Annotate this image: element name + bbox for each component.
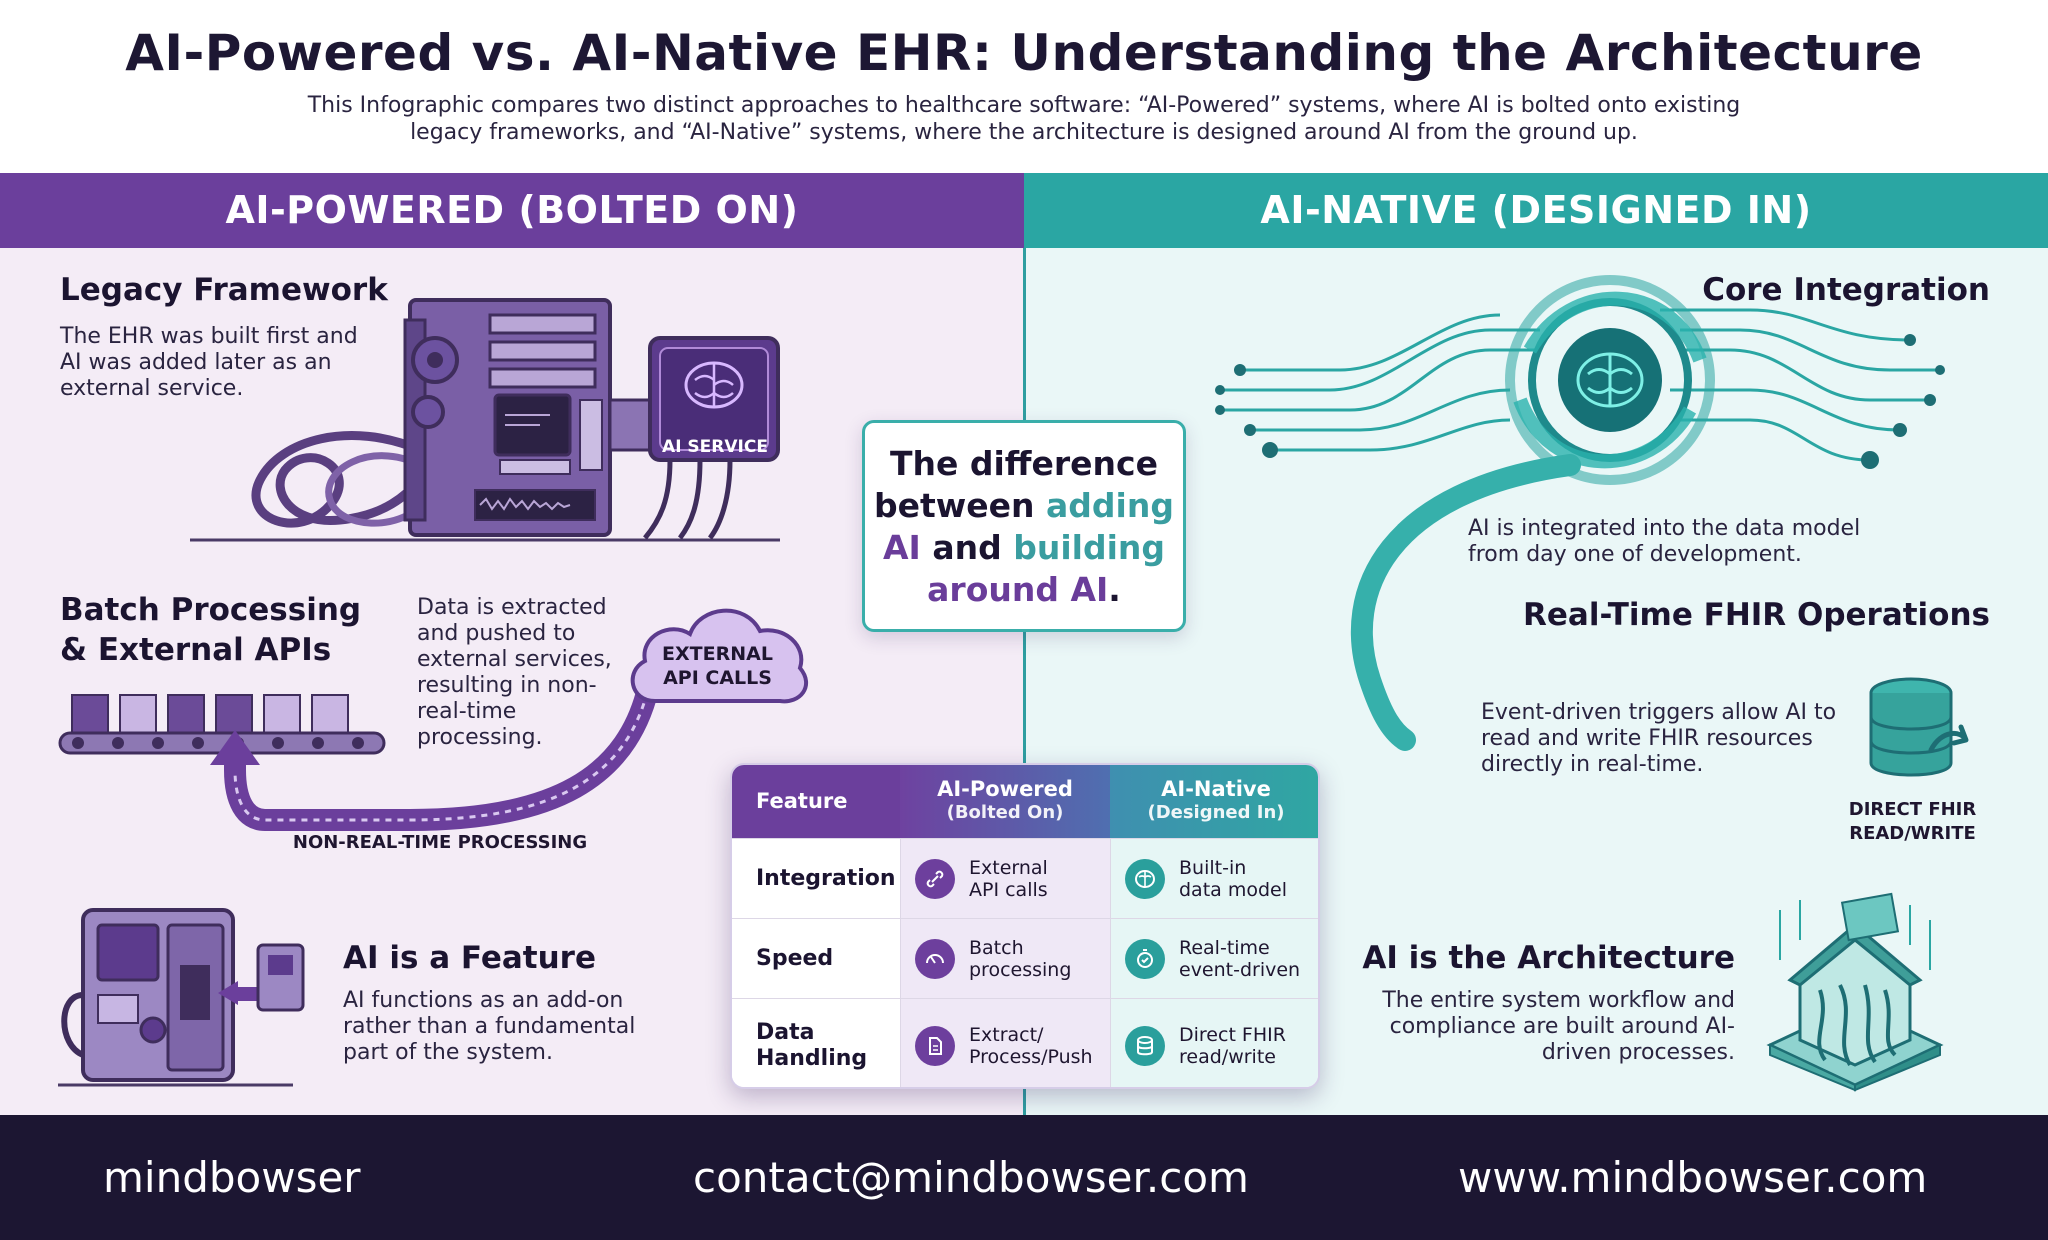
row-ai-powered-cell: Extract/ Process/Push — [900, 999, 1110, 1087]
ai-powered-header: AI-POWERED (BOLTED ON) — [0, 173, 1024, 248]
table-header-ai-powered: AI-Powered (Bolted On) — [900, 765, 1110, 838]
row-feature: Speed — [732, 919, 900, 999]
table-header-ai-powered-label: AI-Powered — [937, 777, 1073, 801]
callout-line-3b: and — [920, 528, 1014, 567]
callout-line-3a: AI — [883, 528, 921, 567]
key-difference-callout: The difference between adding AI and bui… — [862, 420, 1186, 632]
row-feature: Data Handling — [732, 999, 900, 1087]
callout-line-4b: . — [1108, 570, 1121, 609]
direct-fhir-label: DIRECT FHIR READ/WRITE — [1848, 799, 1977, 844]
row-ai-powered-cell: External API calls — [900, 839, 1110, 919]
footer-bar: mindbowser contact@mindbowser.com www.mi… — [0, 1115, 2048, 1240]
batch-processing-text: Data is extracted and pushed to external… — [417, 595, 612, 750]
panel-divider — [1023, 248, 1026, 1115]
fhir-operations-title: Real-Time FHIR Operations — [1523, 597, 1990, 633]
row-ai-native-cell: Built-in data model — [1110, 839, 1318, 919]
row-ai-native-cell: Real-time event-driven — [1110, 919, 1318, 999]
ai-service-label: AI SERVICE — [662, 437, 768, 457]
table-row: Speed Batch processing Real-time event-d… — [732, 918, 1318, 999]
row-ai-powered-text: Batch processing — [969, 937, 1072, 981]
database-small-icon — [1125, 1025, 1165, 1066]
footer-email[interactable]: contact@mindbowser.com — [693, 1153, 1249, 1202]
callout-line-2b: adding — [1046, 486, 1174, 525]
fhir-operations-text: Event-driven triggers allow AI to read a… — [1481, 700, 1837, 777]
legacy-framework-text: The EHR was built first and AI was added… — [60, 324, 358, 401]
row-feature: Integration — [732, 839, 900, 919]
ai-native-header: AI-NATIVE (DESIGNED IN) — [1024, 173, 2048, 248]
machine-addon-illustration — [58, 908, 305, 1087]
row-ai-native-text: Direct FHIR read/write — [1179, 1023, 1286, 1068]
callout-line-2a: between — [874, 486, 1047, 525]
row-ai-powered-cell: Batch processing — [900, 919, 1110, 999]
table-header-ai-powered-sub: (Bolted On) — [946, 802, 1064, 823]
link-icon — [915, 859, 955, 899]
row-ai-powered-text: Extract/ Process/Push — [969, 1023, 1093, 1068]
ai-feature-title: AI is a Feature — [343, 940, 596, 976]
core-integration-text: AI is integrated into the data model fro… — [1468, 516, 1861, 567]
footer-brand-logo: mindbowser — [103, 1153, 361, 1202]
callout-line-1: The difference — [889, 444, 1158, 483]
callout-line-4a: around AI — [927, 570, 1109, 609]
ai-house-illustration — [1766, 892, 1944, 1092]
footer-website[interactable]: www.mindbowser.com — [1458, 1153, 1928, 1202]
row-ai-native-cell: Direct FHIR read/write — [1110, 999, 1318, 1087]
core-integration-title: Core Integration — [1702, 272, 1990, 308]
core-integration-illustration — [1215, 275, 1945, 751]
table-header-ai-native: AI-Native (Designed In) — [1110, 765, 1318, 838]
batch-processing-title: Batch Processing & External APIs — [60, 592, 362, 668]
table-header-ai-native-sub: (Designed In) — [1147, 802, 1285, 823]
external-api-label: EXTERNAL API CALLS — [662, 643, 773, 689]
ai-architecture-title: AI is the Architecture — [1362, 940, 1735, 976]
callout-line-3c: building — [1013, 528, 1165, 567]
row-ai-powered-text: External API calls — [969, 857, 1048, 901]
table-header-ai-native-label: AI-Native — [1161, 777, 1271, 801]
brain-icon — [1125, 859, 1165, 899]
gauge-icon — [915, 939, 955, 979]
table-row: Integration External API calls Built-in … — [732, 838, 1318, 919]
row-ai-native-text: Built-in data model — [1179, 857, 1287, 901]
row-ai-native-text: Real-time event-driven — [1179, 937, 1301, 981]
table-header-feature: Feature — [732, 765, 900, 838]
comparison-table: Feature AI-Powered (Bolted On) AI-Native… — [730, 763, 1320, 1089]
document-icon — [915, 1025, 955, 1066]
conveyor-belt-illustration — [58, 694, 386, 755]
database-icon — [1869, 677, 1969, 777]
ai-architecture-text: The entire system workflow and complianc… — [1382, 988, 1735, 1065]
external-api-cloud — [630, 608, 808, 704]
legacy-framework-title: Legacy Framework — [60, 272, 388, 308]
page-title: AI-Powered vs. AI-Native EHR: Understand… — [125, 24, 1923, 82]
legacy-server-illustration — [190, 298, 780, 542]
non-real-time-arrow — [210, 669, 661, 831]
timer-icon — [1125, 939, 1165, 979]
page-subtitle: This Infographic compares two distinct a… — [307, 93, 1741, 145]
ai-feature-text: AI functions as an add-on rather than a … — [343, 988, 636, 1065]
table-row: Data Handling Extract/ Process/Push Dire… — [732, 998, 1318, 1087]
non-real-time-label: NON-REAL-TIME PROCESSING — [292, 832, 588, 853]
